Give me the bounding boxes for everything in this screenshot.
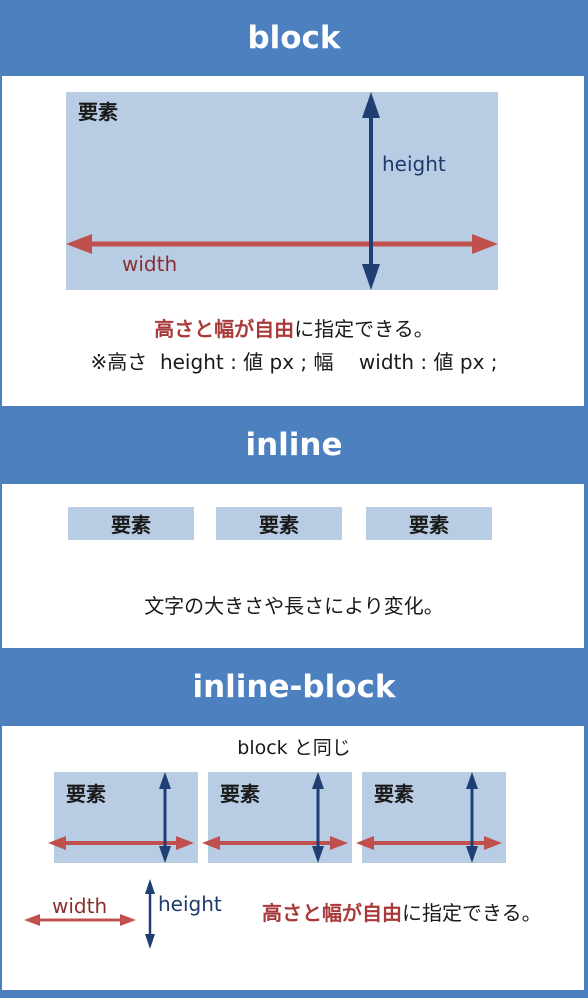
- inline-header: inline: [0, 406, 588, 484]
- ib1-height-arrowhead-bottom: [159, 846, 171, 863]
- block-width-arrowhead-left: [66, 234, 92, 254]
- block-height-arrowhead-top: [362, 92, 380, 118]
- inline-title: inline: [245, 427, 343, 463]
- legend-height-arrowhead-top: [145, 879, 155, 894]
- inline-description: 文字の大きさや長さにより変化。: [144, 594, 444, 618]
- ib1-height-arrowhead-top: [159, 772, 171, 789]
- inline-block-element-box-3: [362, 772, 506, 863]
- inline-block-note: block と同じ: [237, 737, 351, 759]
- block-description: 高さと幅が自由に指定できる。: [0, 313, 588, 342]
- ib1-width-arrowhead-right: [176, 836, 194, 850]
- inline-element-1: 要素: [68, 507, 194, 540]
- legend-height-arrowhead-bottom: [145, 934, 155, 949]
- legend-width-arrowhead-left: [24, 914, 40, 926]
- block-element-box: [66, 92, 498, 290]
- block-title: block: [247, 20, 341, 56]
- block-description-rest: に指定できる。: [294, 317, 434, 341]
- inline-block-description-accent: 高さと幅が自由: [262, 901, 402, 925]
- inline-block-element-label-2: 要素: [220, 782, 260, 806]
- block-width-label: width: [122, 252, 178, 276]
- ib3-width-arrowhead-left: [356, 836, 374, 850]
- inline-block-header: inline-block: [0, 648, 588, 726]
- block-height-arrowhead-bottom: [362, 264, 380, 290]
- ib1-width-arrowhead-left: [48, 836, 66, 850]
- inline-block-element-label-1: 要素: [66, 782, 106, 806]
- legend-width-arrowhead-right: [120, 914, 136, 926]
- block-element-label: 要素: [78, 100, 118, 124]
- block-header: block: [0, 0, 588, 76]
- block-height-label: height: [382, 152, 446, 176]
- ib2-height-arrowhead-top: [312, 772, 324, 789]
- inline-block-description: 高さと幅が自由に指定できる。: [262, 897, 542, 926]
- block-syntax-note: ※高さ height : 値 px ; 幅 width : 値 px ;: [90, 350, 498, 374]
- block-description-accent: 高さと幅が自由: [154, 317, 295, 341]
- inline-block-element-box-2: [208, 772, 352, 863]
- ib3-height-arrowhead-top: [466, 772, 478, 789]
- inline-element-2: 要素: [216, 507, 342, 540]
- ib2-width-arrowhead-right: [330, 836, 348, 850]
- ib3-height-arrowhead-bottom: [466, 846, 478, 863]
- inline-block-description-rest: に指定できる。: [402, 901, 542, 925]
- inline-block-element-box-1: [54, 772, 198, 863]
- inline-block-title: inline-block: [192, 669, 396, 705]
- inline-element-3: 要素: [366, 507, 492, 540]
- inline-block-element-label-3: 要素: [374, 782, 414, 806]
- ib2-height-arrowhead-bottom: [312, 846, 324, 863]
- legend-width-label: width: [52, 894, 108, 918]
- block-width-arrowhead-right: [472, 234, 498, 254]
- ib2-width-arrowhead-left: [202, 836, 220, 850]
- legend-height-label: height: [158, 892, 222, 916]
- ib3-width-arrowhead-right: [484, 836, 502, 850]
